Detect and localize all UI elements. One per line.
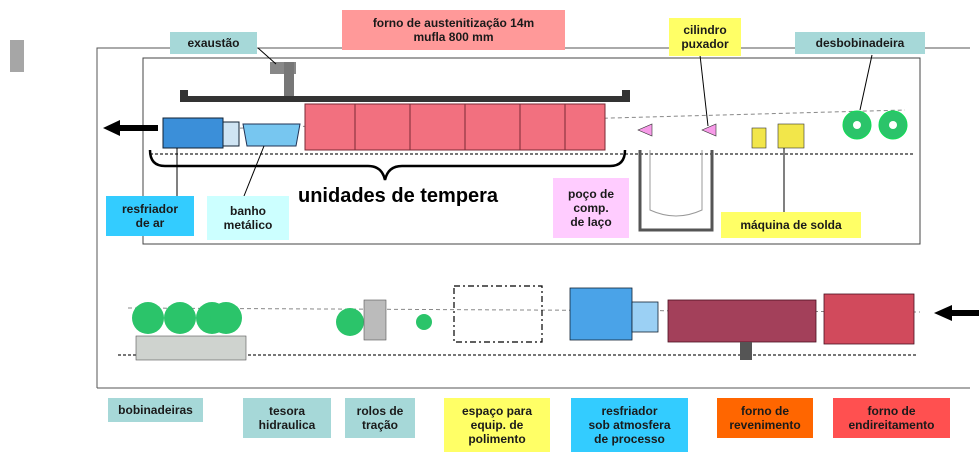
straightening-furnace (823, 293, 915, 345)
uncoiler-2-hub (889, 121, 897, 129)
austenitization-furnace (304, 103, 606, 151)
pull-roll-2 (701, 123, 717, 137)
outer-frame (96, 47, 170, 388)
loop-strip (649, 150, 703, 217)
atmosphere-cooler (569, 287, 633, 341)
leader-banho (243, 145, 265, 197)
title-line1: forno de austenitização 14m (372, 16, 535, 30)
welding-machine-1 (751, 127, 767, 149)
espaco-label: espaço para equip. de polimento (444, 398, 550, 452)
cilindro-label: cilindro puxador (669, 18, 741, 56)
pull-roll-1 (637, 123, 653, 137)
bobinadeiras-label: bobinadeiras (108, 398, 203, 422)
banho-label: banho metálico (207, 196, 289, 240)
polishing-space (453, 285, 543, 343)
leader-desbobinadeira (859, 54, 873, 111)
traction-roll (416, 314, 432, 330)
unidades-label: unidades de tempera (298, 185, 499, 207)
furnace-roof-cap (180, 90, 188, 100)
hydraulic-shear (336, 308, 364, 336)
resfriador-ar-label: resfriador de ar (106, 196, 194, 236)
exaustao-label: exaustão (170, 32, 257, 54)
atmosphere-cooler-ext (631, 301, 659, 333)
quench-units-brace (148, 149, 627, 181)
leader-exaustao (257, 47, 277, 65)
furnace-roof-cap-right (622, 90, 630, 100)
poco-label: poço de comp. de laço (553, 178, 629, 238)
coiler-4 (210, 302, 242, 334)
endireitamento-label: forno de endireitamento (833, 398, 950, 438)
tesora-label: tesora hidraulica (243, 398, 331, 438)
desbobinadeira-label: desbobinadeira (795, 32, 925, 54)
leader-cilindro (699, 54, 709, 127)
furnace-roof (180, 96, 630, 102)
slide-marker (10, 40, 24, 72)
resfriador-atm-label: resfriador sob atmosfera de processo (571, 398, 688, 452)
upper-exit-arrow (103, 120, 158, 136)
title-label: forno de austenitização 14m mufla 800 mm (342, 10, 565, 50)
air-cooler-side (222, 121, 240, 147)
revenimento-label: forno de revenimento (717, 398, 813, 438)
rolos-label: rolos de tração (345, 398, 415, 438)
tempering-furnace-leg (740, 342, 752, 360)
air-cooler (162, 117, 224, 149)
metallic-bath (242, 123, 301, 147)
tempering-furnace (667, 299, 817, 343)
lower-entry-arrow (934, 305, 979, 321)
coiler-base (135, 335, 247, 361)
uncoiler-1-hub (853, 121, 861, 129)
hydraulic-shear-frame (363, 299, 387, 341)
coiler-1 (132, 302, 164, 334)
exhaust-duct-vertical (284, 62, 294, 102)
welding-machine-2 (777, 123, 805, 149)
coiler-2 (164, 302, 196, 334)
solda-label: máquina de solda (721, 212, 861, 238)
title-line2: mufla 800 mm (413, 30, 494, 44)
loop-pit (638, 150, 714, 232)
